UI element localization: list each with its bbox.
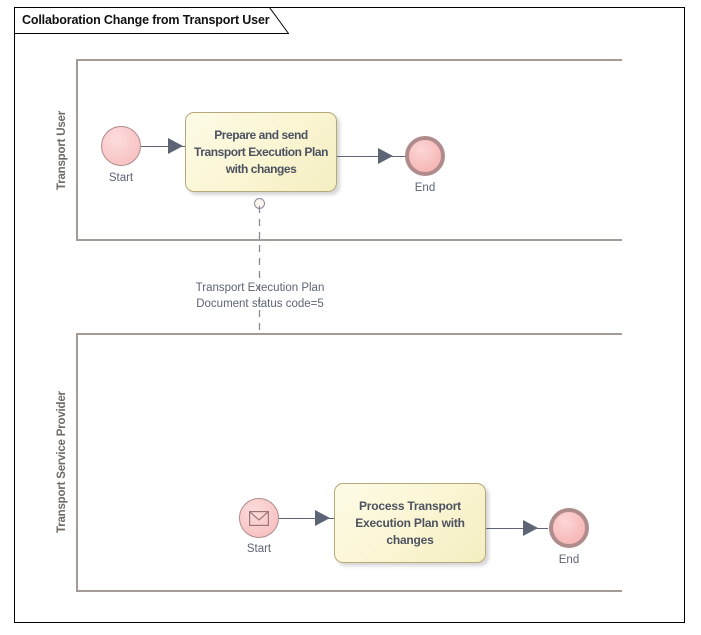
- end-event-transport-service-provider[interactable]: [549, 508, 589, 548]
- start-event-transport-user[interactable]: [101, 126, 141, 166]
- message-flow-label: Transport Execution Plan Document status…: [195, 282, 325, 310]
- message-start-event-transport-service-provider[interactable]: [239, 498, 279, 538]
- sequence-flow-task-to-end-1: [337, 156, 405, 157]
- start-event-label-transport-service-provider: Start: [246, 543, 272, 555]
- frame-title-tab: [14, 7, 289, 34]
- pool-label-transport-service-provider: Transport Service Provider: [56, 391, 68, 534]
- sequence-flow-arrow-2: [378, 148, 393, 164]
- sequence-flow-arrow-1: [168, 138, 183, 154]
- end-event-transport-user[interactable]: [405, 136, 445, 176]
- pool-header-transport-user: Transport User: [48, 59, 78, 241]
- task-process-transport-execution-plan[interactable]: Process Transport Execution Plan with ch…: [334, 483, 486, 563]
- end-event-label-transport-user: End: [414, 182, 436, 194]
- page-title: Collaboration Change from Transport User: [22, 13, 270, 27]
- sequence-flow-start-to-task-1: [141, 146, 185, 147]
- sequence-flow-arrow-4: [523, 520, 538, 536]
- pool-header-transport-service-provider: Transport Service Provider: [48, 333, 78, 592]
- pool-label-transport-user: Transport User: [56, 110, 68, 190]
- envelope-icon: [249, 511, 269, 526]
- sequence-flow-task-to-end-2: [486, 528, 548, 529]
- task-label-prepare-and-send-tep: Prepare and send Transport Execution Pla…: [194, 127, 328, 176]
- sequence-flow-start-to-task-2: [279, 518, 335, 519]
- diagram-frame: [14, 7, 685, 623]
- sequence-flow-arrow-3: [315, 510, 330, 526]
- task-label-process-transport-execution-plan: Process Transport Execution Plan with ch…: [355, 498, 465, 547]
- start-event-label-transport-user: Start: [108, 172, 134, 184]
- pool-transport-service-provider[interactable]: Transport Service Provider: [48, 333, 622, 592]
- end-event-label-transport-service-provider: End: [558, 554, 580, 566]
- task-prepare-and-send-tep[interactable]: Prepare and send Transport Execution Pla…: [185, 112, 337, 192]
